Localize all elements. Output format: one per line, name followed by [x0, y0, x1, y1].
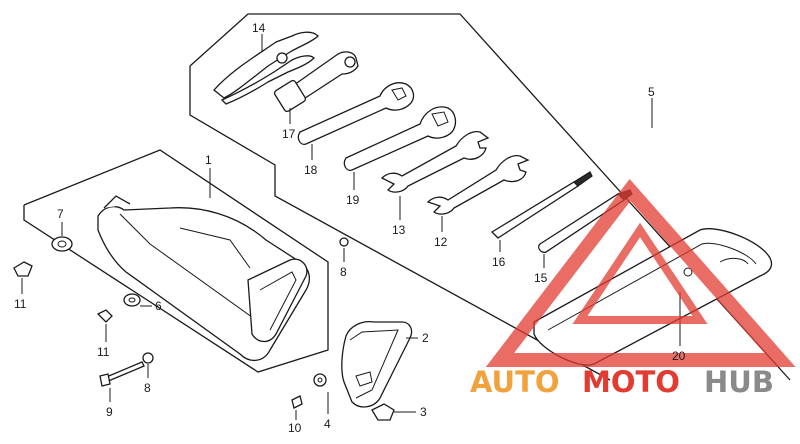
grommet [51, 236, 73, 252]
callout-11-center: 11 [97, 345, 110, 359]
washer-small [339, 237, 349, 247]
long-bolt [99, 361, 145, 387]
callout-12: 12 [434, 235, 448, 249]
callout-15: 15 [534, 271, 548, 285]
callout-6: 6 [155, 299, 162, 313]
callout-14: 14 [252, 21, 266, 35]
callout-1: 1 [205, 153, 212, 167]
callout-17: 17 [282, 127, 296, 141]
bolt-center [96, 309, 113, 323]
grommet-2 [123, 293, 141, 307]
callout-19: 19 [346, 193, 360, 207]
callout-10: 10 [288, 421, 302, 435]
box-wrench-2 [343, 106, 457, 171]
callout-8-upper: 8 [340, 265, 347, 279]
leader-lines [21, 34, 681, 420]
pin [291, 395, 303, 409]
toolbox-group-outline [23, 149, 329, 373]
callout-numbers: 1 2 3 4 5 6 7 8 8 9 10 11 11 12 13 14 15… [14, 21, 686, 435]
bolt-left [13, 261, 33, 277]
callout-5: 5 [648, 85, 655, 99]
watermark-part-2: MOTO [582, 365, 680, 399]
watermark-part-1: AUTO [470, 365, 560, 399]
collar [313, 373, 327, 387]
callout-7: 7 [57, 207, 64, 221]
callout-4: 4 [324, 417, 331, 431]
tool-box-lid [341, 320, 413, 408]
callout-16: 16 [492, 255, 506, 269]
spark-plug-wrench [273, 51, 359, 113]
open-end-wrench-2 [426, 154, 530, 215]
callout-18: 18 [304, 163, 318, 177]
knob-bolt [371, 403, 395, 421]
watermark-logo [485, 178, 796, 367]
watermark-text: AUTO MOTO HUB [470, 365, 774, 399]
tool-box [97, 195, 311, 361]
washer [142, 352, 154, 364]
callout-9: 9 [106, 405, 113, 419]
box-wrench [297, 82, 415, 145]
callout-13: 13 [392, 223, 406, 237]
callout-2: 2 [422, 331, 429, 345]
callout-3: 3 [420, 405, 427, 419]
pliers [213, 31, 319, 105]
callout-8-lower: 8 [144, 381, 151, 395]
watermark-part-3: HUB [704, 365, 774, 399]
callout-11-left: 11 [14, 297, 27, 311]
open-end-wrench [380, 130, 490, 193]
callout-20: 20 [672, 349, 686, 363]
screwdriver [490, 171, 593, 239]
